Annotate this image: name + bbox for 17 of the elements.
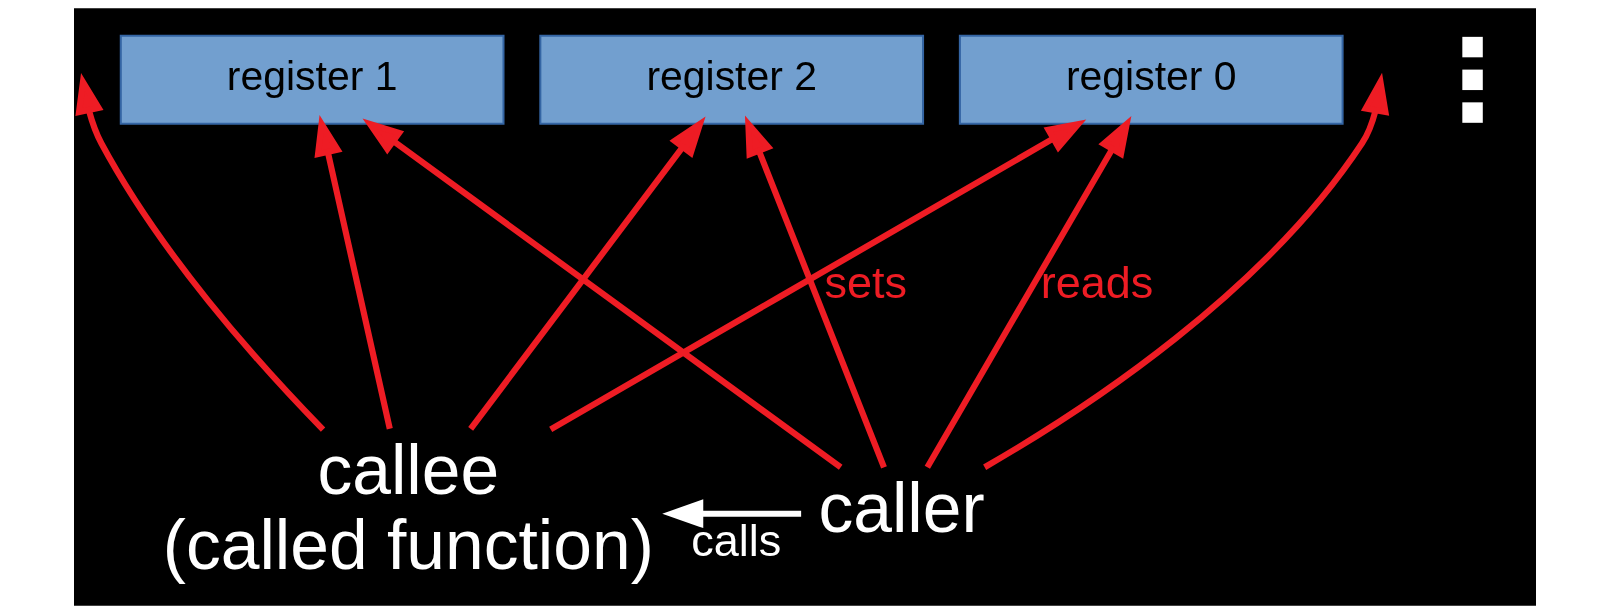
arrow [314, 114, 393, 430]
arrow [74, 72, 325, 432]
node-box: register 1 [119, 34, 505, 125]
arrow [661, 499, 801, 529]
edge-label: sets [823, 257, 907, 308]
arrow [924, 116, 1131, 469]
node-text: callee (called function) [162, 430, 654, 585]
node-text: caller [817, 468, 985, 547]
arrow [362, 118, 842, 470]
arrow [467, 116, 706, 431]
node-box: register 0 [958, 34, 1344, 125]
arrow [548, 119, 1086, 432]
edge-label: reads [1040, 257, 1153, 308]
node-box: register 2 [538, 34, 924, 125]
arrow [744, 115, 887, 469]
arrow [982, 72, 1389, 470]
edge-label: calls [690, 514, 781, 566]
